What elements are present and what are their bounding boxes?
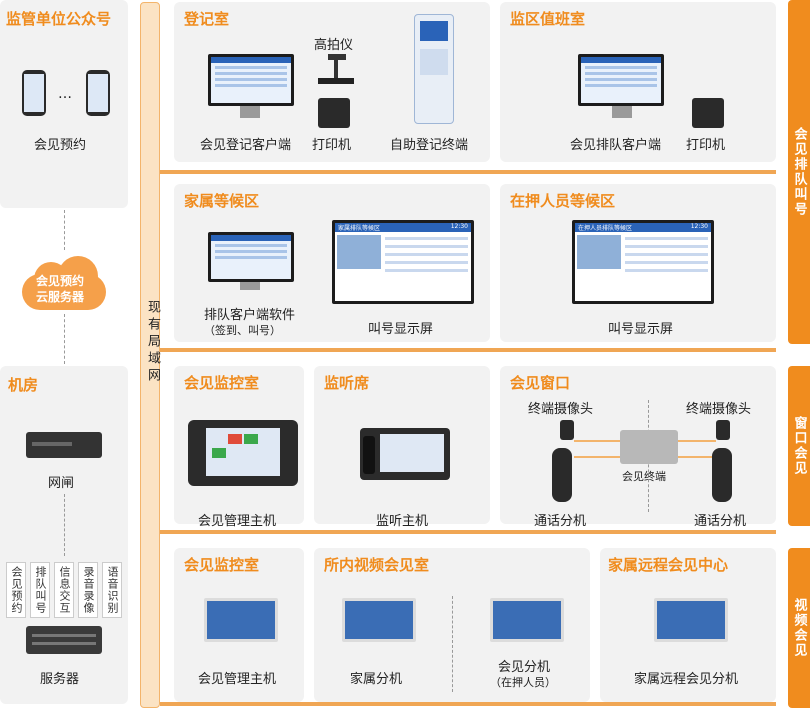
software-label: 排队客户端软件 — [204, 308, 296, 323]
monitor-stand — [612, 106, 632, 118]
monitor-stand — [240, 282, 260, 290]
link-line — [64, 314, 65, 364]
section-tab-video: 视频会见 — [788, 548, 810, 708]
server-module: 排队叫号 — [30, 562, 50, 618]
camera-left-label: 终端摄像头 — [528, 402, 594, 417]
registration-title: 登记室 — [184, 10, 230, 28]
family-screen-label: 叫号显示屏 — [368, 322, 434, 337]
bus-line — [160, 702, 776, 706]
inmate-extension-sub: （在押人员） — [490, 676, 556, 689]
cloud-label-2: 云服务器 — [36, 290, 85, 304]
phone-icon — [86, 70, 110, 116]
document-camera-icon — [318, 54, 354, 84]
duty-title: 监区值班室 — [510, 10, 586, 28]
client-label: 会见登记客户端 — [200, 138, 292, 153]
screen-header: 家属排队等候区 — [338, 225, 381, 232]
family-extension-label: 家属分机 — [350, 672, 403, 687]
inmate-screen-label: 叫号显示屏 — [608, 322, 674, 337]
listen-host-label: 监听主机 — [376, 514, 429, 529]
screen-time: 12:30 — [450, 223, 468, 230]
monitor-host-label: 会见管理主机 — [198, 514, 277, 529]
family-wait-title: 家属等候区 — [184, 192, 260, 210]
inmate-wait-title: 在押人员等候区 — [510, 192, 616, 210]
monitor-room-title: 会见监控室 — [184, 374, 260, 392]
lan-bus — [140, 2, 160, 708]
screen-time: 12:30 — [690, 223, 708, 230]
video-terminal-icon — [654, 598, 728, 642]
bus-line — [160, 348, 776, 352]
phone-handset-icon — [712, 448, 732, 502]
server-module: 信息交互 — [54, 562, 74, 618]
booking-label: 会见预约 — [34, 138, 87, 153]
remote-label: 家属远程会见分机 — [634, 672, 739, 687]
listen-host-icon — [360, 428, 450, 480]
monitor-stand — [240, 106, 260, 118]
window-title: 会见窗口 — [510, 374, 571, 392]
call-screen: 家属排队等候区 12:30 — [332, 220, 474, 304]
kiosk-icon — [414, 14, 454, 124]
connection-line — [574, 456, 620, 458]
printer-label: 打印机 — [312, 138, 352, 153]
bus-line — [160, 170, 776, 174]
bus-line — [160, 530, 776, 534]
printer-icon — [318, 98, 350, 128]
server-label: 服务器 — [40, 672, 80, 687]
video-terminal-icon — [490, 598, 564, 642]
phone-handset-icon — [552, 448, 572, 502]
connection-line — [678, 456, 716, 458]
camera-icon — [716, 420, 730, 440]
phone-left-label: 通话分机 — [534, 514, 587, 529]
video-monitor-title: 会见监控室 — [184, 556, 260, 574]
video-monitor-host-label: 会见管理主机 — [198, 672, 277, 687]
terminal-label: 会见终端 — [622, 470, 666, 483]
listen-title: 监听席 — [324, 374, 370, 392]
inmate-extension-label: 会见分机 — [498, 660, 551, 675]
ellipsis: … — [58, 86, 72, 102]
video-terminal-icon — [204, 598, 278, 642]
gateway-label: 网闸 — [48, 476, 75, 491]
link-line — [64, 494, 65, 556]
remote-title: 家属远程会见中心 — [608, 556, 729, 574]
connection-line — [574, 440, 620, 442]
camera-right-label: 终端摄像头 — [686, 402, 752, 417]
supervisor-title: 监管单位公众号 — [6, 10, 112, 28]
kiosk-label: 自助登记终端 — [390, 138, 469, 153]
cloud-label-1: 会见预约 — [36, 274, 85, 288]
server-module: 录音录像 — [78, 562, 98, 618]
server-icon — [26, 626, 102, 654]
machine-room-title: 机房 — [8, 376, 39, 394]
server-module: 语音识别 — [102, 562, 122, 618]
server-module: 会见预约 — [6, 562, 26, 618]
software-sub: （签到、叫号） — [204, 324, 281, 337]
duty-printer-label: 打印机 — [686, 138, 726, 153]
connection-line — [678, 440, 716, 442]
terminal-icon — [620, 430, 678, 464]
section-tab-window: 窗口会见 — [788, 366, 810, 526]
section-tab-queue: 会见排队叫号 — [788, 0, 810, 344]
duty-client-label: 会见排队客户端 — [570, 138, 662, 153]
video-room-title: 所内视频会见室 — [324, 556, 430, 574]
lan-bus-label: 现有局域网 — [145, 300, 160, 385]
printer-icon — [692, 98, 724, 128]
monitor-icon — [208, 54, 294, 106]
cloud-icon: 会见预约 云服务器 — [16, 256, 112, 312]
link-line — [64, 210, 65, 250]
camera-icon — [560, 420, 574, 440]
monitor-icon — [208, 232, 294, 282]
monitor-icon — [578, 54, 664, 106]
phone-right-label: 通话分机 — [694, 514, 747, 529]
gateway-icon — [26, 432, 102, 458]
room-divider — [452, 596, 453, 692]
screen-header: 在押人员排队等候区 — [578, 225, 633, 232]
camera-label: 高拍仪 — [314, 38, 354, 53]
control-host-icon — [188, 420, 298, 486]
video-terminal-icon — [342, 598, 416, 642]
call-screen: 在押人员排队等候区 12:30 — [572, 220, 714, 304]
phone-icon — [22, 70, 46, 116]
